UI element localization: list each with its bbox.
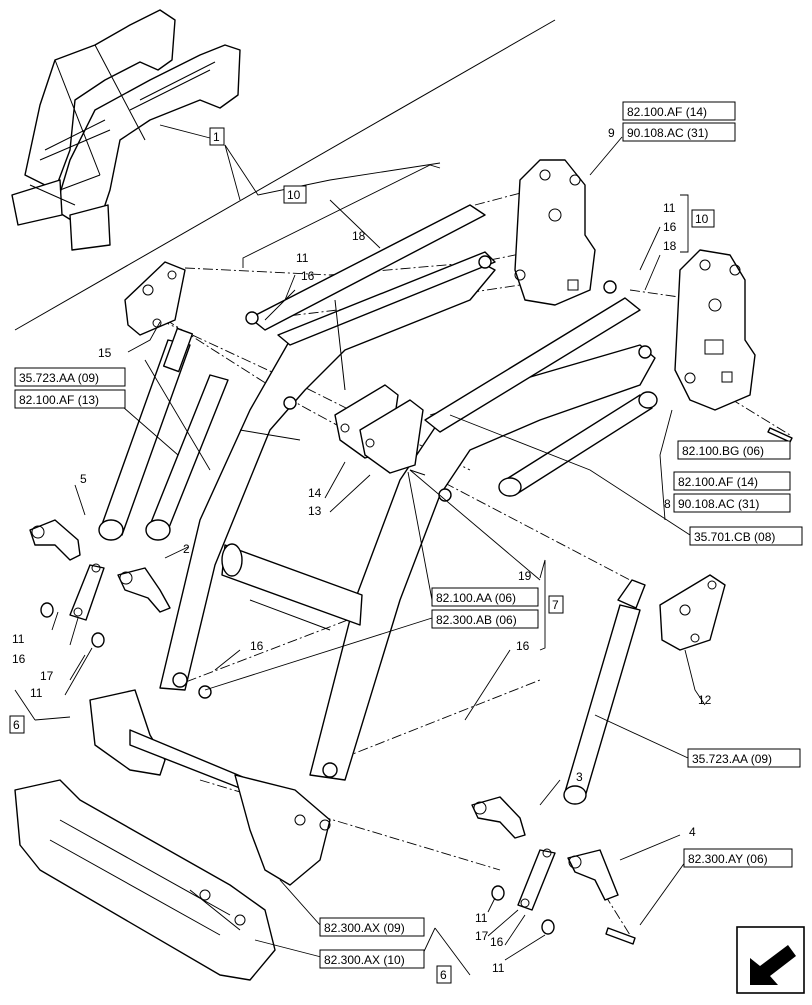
bracket-9 [514, 159, 596, 306]
inset-separator [14, 19, 556, 331]
ref-82-300-ay-06: 82.300.AY (06) [688, 852, 768, 866]
callout-labels: 1 2 3 4 5 6 6 7 8 9 10 10 11 11 11 11 11… [9, 126, 715, 984]
callout-11a: 11 [296, 251, 309, 265]
mounting-frame-upper [89, 689, 331, 886]
callout-12: 12 [698, 693, 712, 707]
callout-11e: 11 [475, 911, 488, 925]
bucket-cylinder [498, 391, 658, 497]
ref-82-300-ab-06: 82.300.AB (06) [436, 613, 517, 627]
ref-35-723-aa-09-right: 35.723.AA (09) [692, 752, 772, 766]
callout-10b: 10 [695, 212, 709, 226]
ref-82-100-af-14-right: 82.100.AF (14) [678, 475, 758, 489]
callout-6b: 6 [440, 968, 447, 982]
callout-7: 7 [552, 598, 559, 612]
callout-18a: 18 [352, 229, 366, 243]
ref-82-100-af-14-top: 82.100.AF (14) [627, 105, 707, 119]
callout-8: 8 [664, 497, 671, 511]
callout-box-6a [9, 715, 25, 734]
left-tool-cylinder [145, 374, 229, 541]
callout-10a: 10 [287, 188, 301, 202]
ref-82-100-bg-06: 82.100.BG (06) [682, 444, 764, 458]
loader-frame [159, 204, 656, 781]
callout-17a: 17 [40, 669, 54, 683]
plate-12 [659, 574, 726, 651]
callout-15: 15 [98, 346, 112, 360]
group-bracket-10b [680, 194, 689, 253]
callout-13: 13 [308, 504, 322, 518]
bracket-8 [674, 249, 756, 411]
plate-15 [124, 261, 186, 336]
reference-boxes: 82.100.AF (14) 90.108.AC (31) 35.723.AA … [14, 101, 803, 969]
callout-16f: 16 [490, 935, 504, 949]
ref-82-300-ax-10: 82.300.AX (10) [324, 953, 405, 967]
link-3 [471, 796, 526, 839]
callout-18b: 18 [663, 239, 677, 253]
callout-14: 14 [308, 486, 322, 500]
group-bracket-10a [242, 164, 441, 268]
callout-16b: 16 [663, 220, 677, 234]
arrow-icon[interactable] [736, 926, 805, 994]
plate-13 [359, 399, 424, 474]
callout-11f: 11 [492, 961, 505, 975]
link-5 [29, 519, 81, 561]
ref-90-108-ac-31-top: 90.108.AC (31) [627, 126, 708, 140]
callout-box-7 [548, 595, 564, 614]
callout-16a: 16 [301, 269, 315, 283]
mounting-frame-lower [14, 779, 276, 981]
callout-box-6b [436, 965, 452, 984]
loader-overview-thumbnail [11, 9, 241, 251]
callout-11c: 11 [12, 632, 25, 646]
ref-82-100-af-13: 82.100.AF (13) [19, 393, 99, 407]
bushings [40, 280, 793, 945]
callout-4: 4 [689, 825, 696, 839]
left-lift-cylinder [98, 327, 194, 541]
callout-6a: 6 [13, 718, 20, 732]
callout-11b: 11 [663, 201, 676, 215]
callout-box-10b [691, 209, 715, 228]
callout-16e: 16 [516, 639, 530, 653]
callout-2: 2 [183, 542, 190, 556]
link-17-right [517, 848, 556, 911]
callout-16d: 16 [250, 639, 264, 653]
ref-35-723-aa-09-left: 35.723.AA (09) [19, 371, 99, 385]
ref-35-701-cb-08: 35.701.CB (08) [694, 530, 775, 544]
link-4 [567, 849, 619, 901]
callout-5: 5 [80, 472, 87, 486]
callout-box-10a [283, 185, 307, 204]
callout-11d: 11 [30, 686, 43, 700]
ref-82-100-aa-06: 82.100.AA (06) [436, 591, 516, 605]
callout-19: 19 [518, 569, 532, 583]
leader-lines [14, 124, 706, 976]
ref-82-300-ax-09: 82.300.AX (09) [324, 921, 405, 935]
callout-box-1 [209, 127, 225, 146]
callout-9: 9 [608, 126, 615, 140]
ref-90-108-ac-31-right: 90.108.AC (31) [678, 497, 759, 511]
callout-17b: 17 [475, 929, 489, 943]
link-2 [117, 567, 171, 613]
callout-16c: 16 [12, 652, 26, 666]
callout-3: 3 [576, 770, 583, 784]
right-lift-cylinder [563, 579, 646, 805]
callout-1: 1 [213, 130, 220, 144]
link-17-left [69, 563, 105, 621]
